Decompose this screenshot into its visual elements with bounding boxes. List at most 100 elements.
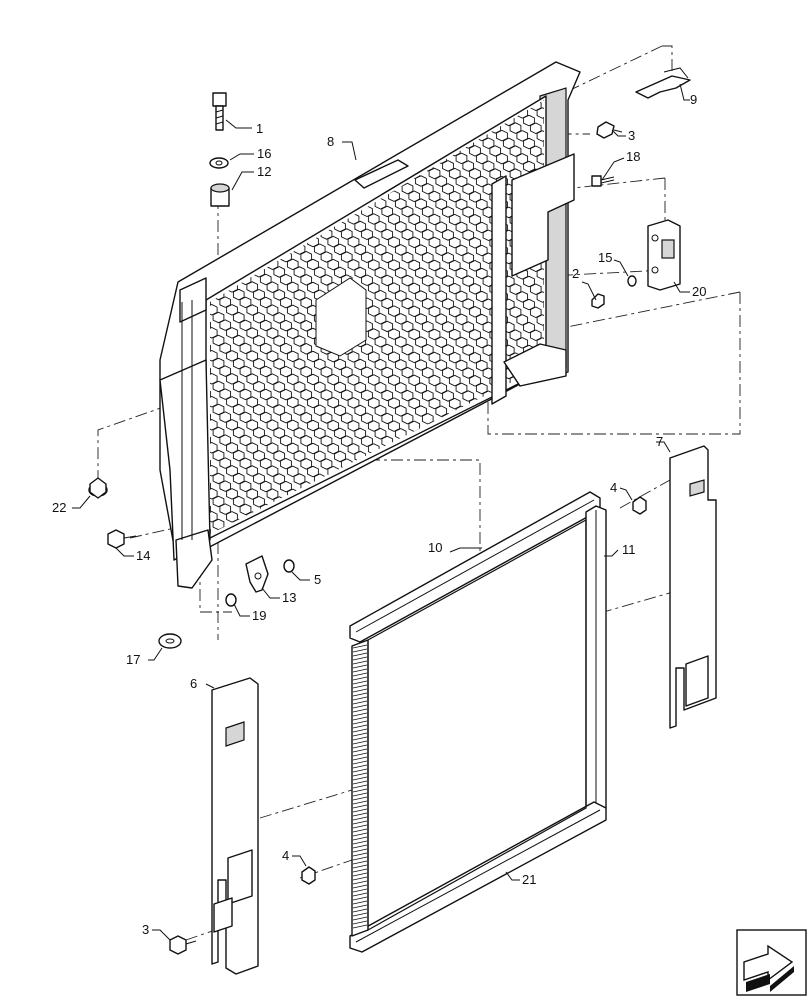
hex-hole	[523, 114, 535, 127]
core-fin-line	[352, 768, 368, 773]
hex-hole	[226, 304, 238, 316]
hex-hole	[320, 251, 333, 263]
hex-hole	[401, 100, 414, 103]
hex-hole	[489, 421, 502, 433]
hex-hole	[509, 283, 522, 295]
hex-hole	[212, 518, 225, 531]
hex-hole	[354, 427, 367, 440]
callout-3-bottom: 3	[142, 922, 149, 937]
hex-hole	[232, 472, 245, 485]
hex-hole	[442, 367, 454, 379]
hex-hole	[381, 389, 394, 402]
hex-hole	[516, 291, 529, 303]
hex-hole	[320, 412, 333, 424]
hex-hole	[301, 574, 312, 585]
hex-hole	[280, 457, 292, 470]
hex-hole	[394, 267, 407, 279]
hex-hole	[374, 220, 387, 233]
core-fin-line	[352, 848, 368, 853]
hex-hole	[280, 342, 292, 355]
hex-hole	[293, 174, 306, 186]
hex-hole	[455, 428, 468, 441]
hex-hole	[307, 281, 319, 294]
hex-hole	[516, 406, 529, 418]
hex-hole	[254, 543, 265, 554]
hex-hole	[300, 365, 313, 378]
hex-hole	[415, 474, 427, 486]
hex-hole	[274, 566, 285, 577]
callout-11: 11	[622, 542, 636, 557]
next-page-arrow-icon[interactable]	[736, 929, 807, 996]
hex-hole	[334, 404, 346, 417]
hex-hole	[442, 160, 454, 172]
hex-hole	[300, 319, 313, 332]
hex-hole	[246, 350, 259, 362]
hex-hole	[266, 488, 279, 501]
hex-hole	[543, 160, 544, 173]
hex-hole	[462, 252, 475, 264]
core-fin-line	[352, 736, 368, 741]
hex-hole	[286, 442, 299, 455]
callout-9: 9	[690, 92, 697, 107]
hex-hole	[313, 519, 326, 532]
hex-hole	[361, 389, 373, 401]
hex-hole	[475, 405, 488, 418]
hex-hole	[267, 581, 278, 592]
bracket-part-13	[245, 555, 269, 593]
hex-hole	[442, 344, 454, 356]
hex-hole	[361, 113, 373, 125]
hex-hole	[415, 382, 427, 394]
hex-hole	[307, 419, 319, 432]
hex-hole	[543, 137, 544, 150]
hex-hole	[428, 259, 441, 272]
hex-hole	[543, 413, 544, 426]
hex-hole	[408, 213, 421, 226]
hex-hole	[246, 488, 259, 500]
hex-hole	[293, 335, 306, 347]
hex-hole	[388, 397, 400, 409]
hex-hole	[210, 388, 211, 400]
bolt-part-3-bottom	[169, 935, 197, 955]
hex-hole	[327, 235, 340, 248]
hex-hole	[401, 113, 414, 126]
hex-hole	[448, 305, 461, 318]
hex-hole	[408, 328, 421, 341]
washer-part-17	[158, 633, 182, 649]
hex-hole	[435, 405, 448, 418]
hex-hole	[354, 519, 367, 532]
hex-hole	[320, 182, 333, 194]
hex-hole	[253, 335, 265, 347]
hex-hole	[469, 259, 481, 272]
hex-hole	[448, 328, 461, 341]
hex-hole	[435, 313, 448, 326]
hex-hole	[401, 274, 414, 287]
hex-hole	[475, 221, 488, 234]
hex-hole	[300, 181, 313, 194]
hex-hole	[327, 373, 340, 386]
hex-hole	[415, 290, 427, 302]
hex-hole	[401, 343, 414, 356]
hex-hole	[408, 305, 421, 318]
hex-hole	[448, 443, 461, 456]
core-fin-line	[352, 796, 368, 801]
hex-hole	[489, 168, 502, 180]
hex-hole	[307, 396, 319, 409]
hex-hole	[443, 69, 454, 80]
hex-hole	[394, 497, 407, 509]
hex-hole	[375, 544, 386, 555]
hex-hole	[536, 429, 544, 441]
hex-hole	[246, 189, 259, 201]
hex-hole	[388, 282, 400, 294]
callout-2: 2	[572, 266, 579, 281]
hex-hole	[347, 374, 360, 386]
hex-hole	[388, 466, 400, 478]
hex-hole	[388, 489, 400, 501]
hex-hole	[529, 283, 542, 296]
hex-hole	[347, 512, 360, 524]
hex-hole	[239, 388, 252, 401]
hex-hole	[496, 474, 508, 487]
hex-hole	[212, 380, 225, 393]
hex-hole	[543, 321, 544, 334]
hex-hole	[273, 381, 286, 393]
core-fin-line	[352, 644, 368, 649]
